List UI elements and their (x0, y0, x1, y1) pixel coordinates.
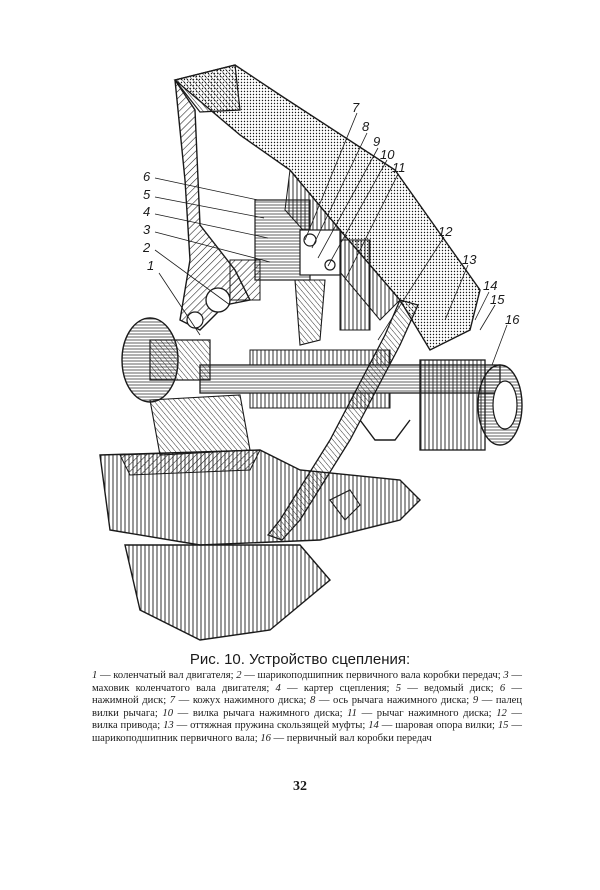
legend-item-1: 1 — коленчатый вал двигателя; (92, 670, 237, 681)
callout-13: 13 (462, 252, 477, 267)
legend-item-14: 14 — шаровая опора вилки; (368, 720, 498, 731)
gear-bearing (419, 359, 523, 451)
page-number: 32 (293, 779, 307, 794)
pressure-plate-assembly (229, 199, 371, 346)
legend-item-9: 9 — палец вилки рычага; (92, 695, 523, 719)
legend-item-10: 10 — вилка рычага нажимного диска; (162, 707, 348, 719)
legend-item-3: 3 — маховик коленчатого вала двигателя; (92, 670, 522, 694)
callout-2: 2 (142, 240, 151, 255)
callout-8: 8 (362, 119, 370, 134)
callout-6: 6 (143, 169, 151, 184)
legend-item-2: 2 — шарикоподшипник первичного вала коро… (236, 670, 504, 681)
legend-item-13: 13 — оттяжная пружина скользящей муфты; (163, 720, 369, 731)
lower-housing (99, 394, 421, 641)
figure-legend: 1 — коленчатый вал двигателя; 2 — шарико… (92, 670, 522, 745)
figure-caption-title: Рис. 10. Устройство сцепления: (189, 651, 411, 668)
legend-item-8: 8 — ось рычага нажимного диска; (309, 695, 473, 706)
legend-item-15: 15 — шарикоподшипник первичного вала; (92, 720, 522, 744)
callout-1: 1 (147, 258, 154, 273)
callout-7: 7 (352, 100, 360, 115)
callout-4: 4 (143, 204, 150, 219)
legend-item-11: 11 — рычаг нажимного диска; (347, 707, 497, 719)
callout-labels: 1 2 3 4 5 6 7 8 9 10 11 12 13 14 15 16 (142, 100, 520, 327)
legend-item-7: 7 — кожух нажимного диска; (169, 695, 310, 706)
callout-3: 3 (143, 222, 151, 237)
crankshaft-end (121, 287, 231, 403)
callout-15: 15 (490, 292, 505, 307)
callout-9: 9 (373, 134, 380, 149)
callout-11: 11 (392, 160, 406, 175)
callout-14: 14 (483, 278, 497, 293)
legend-item-4: 4 — картер сцепления; (275, 682, 396, 694)
clutch-cutaway-illustration: 1 2 3 4 5 6 7 8 9 10 11 12 13 14 15 16 (99, 64, 523, 641)
callout-16: 16 (505, 312, 520, 327)
legend-item-6: 6 — нажимной диск; (92, 682, 522, 707)
callout-5: 5 (143, 187, 151, 202)
legend-item-16: 16 — первичный вал коробки передач (260, 732, 432, 744)
legend-item-12: 12 — вилка привода; (92, 707, 522, 732)
callout-10: 10 (380, 147, 395, 162)
leader-lines (154, 112, 508, 366)
legend-item-5: 5 — ведомый диск; (395, 682, 500, 694)
callout-12: 12 (438, 224, 453, 239)
